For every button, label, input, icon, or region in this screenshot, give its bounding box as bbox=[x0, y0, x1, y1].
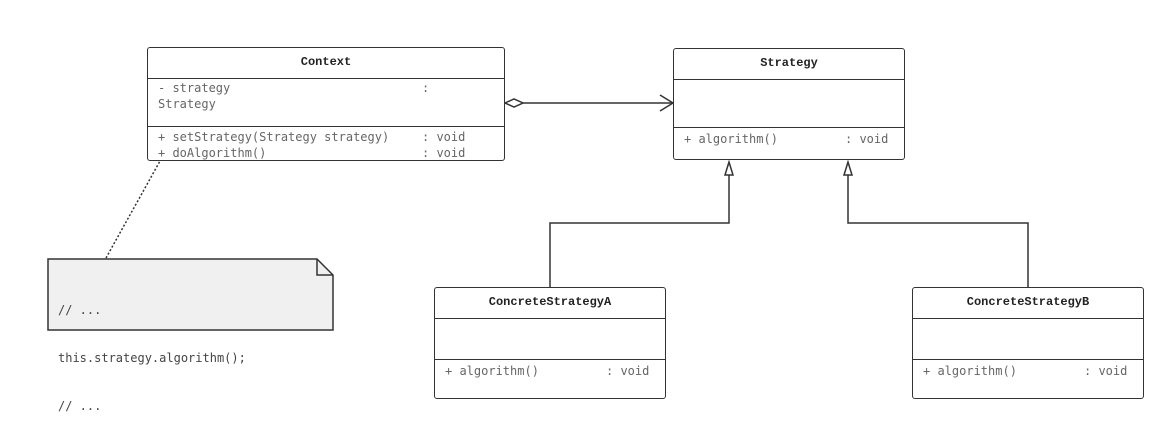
operation-return-type: : void bbox=[845, 132, 889, 146]
note-fold bbox=[316, 259, 333, 276]
aggregation-edge[interactable] bbox=[503, 94, 675, 112]
attribute-type-separator: : bbox=[422, 81, 430, 95]
operation-signature: + algorithm() bbox=[923, 364, 1017, 378]
class-concrete-strategy-a[interactable]: ConcreteStrategyA + algorithm() : void bbox=[434, 287, 666, 399]
operation-return-type: : void bbox=[422, 130, 466, 144]
note-text: // ... this.strategy.algorithm(); // ... bbox=[48, 260, 318, 413]
operation-set-strategy: + setStrategy(Strategy strategy) : void bbox=[158, 129, 494, 145]
note-link-line bbox=[105, 160, 161, 259]
note-shape[interactable] bbox=[47, 258, 334, 331]
class-concrete-strategy-b-attributes bbox=[913, 319, 1143, 360]
class-concrete-strategy-b-name: ConcreteStrategyB bbox=[913, 288, 1143, 319]
note-line: // ... bbox=[58, 303, 102, 317]
generalization-triangle-b bbox=[842, 159, 854, 176]
generalization-line-b bbox=[847, 175, 1029, 288]
class-context[interactable]: Context - strategy : Strategy + setStrat… bbox=[147, 47, 505, 161]
note-line: // ... bbox=[58, 399, 102, 413]
class-context-name: Context bbox=[148, 48, 504, 79]
attribute-strategy: - strategy : Strategy bbox=[158, 80, 494, 112]
attribute-type: Strategy bbox=[158, 97, 216, 111]
class-context-operations: + setStrategy(Strategy strategy) : void … bbox=[148, 127, 504, 161]
aggregation-diamond bbox=[503, 98, 525, 108]
operation-return-type: : void bbox=[606, 364, 650, 378]
operation-signature: + setStrategy(Strategy strategy) bbox=[158, 130, 390, 144]
class-concrete-strategy-a-operations: + algorithm() : void bbox=[435, 360, 665, 379]
class-concrete-strategy-b[interactable]: ConcreteStrategyB + algorithm() : void bbox=[912, 287, 1144, 399]
operation-signature: + algorithm() bbox=[445, 364, 539, 378]
operation-algorithm: + algorithm() : void bbox=[684, 131, 894, 147]
generalization-edge-a[interactable] bbox=[549, 159, 735, 288]
attribute-signature: - strategy bbox=[158, 81, 231, 95]
operation-algorithm: + algorithm() : void bbox=[923, 363, 1133, 379]
class-context-attributes: - strategy : Strategy bbox=[148, 79, 504, 127]
class-strategy-attributes bbox=[674, 80, 904, 128]
generalization-edge-b[interactable] bbox=[842, 159, 1029, 288]
operation-return-type: : void bbox=[1084, 364, 1128, 378]
class-strategy-operations: + algorithm() : void bbox=[674, 128, 904, 147]
class-strategy-name: Strategy bbox=[674, 49, 904, 80]
operation-algorithm: + algorithm() : void bbox=[445, 363, 655, 379]
class-concrete-strategy-a-attributes bbox=[435, 319, 665, 360]
class-strategy[interactable]: Strategy + algorithm() : void bbox=[673, 48, 905, 160]
operation-signature: + algorithm() bbox=[684, 132, 778, 146]
operation-do-algorithm: + doAlgorithm() : void bbox=[158, 145, 494, 161]
class-concrete-strategy-a-name: ConcreteStrategyA bbox=[435, 288, 665, 319]
class-concrete-strategy-b-operations: + algorithm() : void bbox=[913, 360, 1143, 379]
generalization-line-a bbox=[549, 175, 730, 288]
operation-signature: + doAlgorithm() bbox=[158, 146, 267, 160]
operation-return-type: : void bbox=[422, 146, 466, 160]
generalization-triangle-a bbox=[723, 159, 735, 176]
note-line: this.strategy.algorithm(); bbox=[58, 351, 246, 365]
